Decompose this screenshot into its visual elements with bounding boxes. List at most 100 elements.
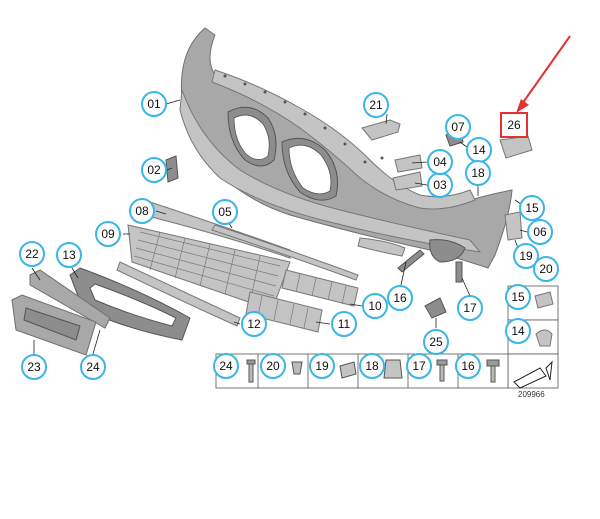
callout-11: 11 [331,311,357,337]
callout-circle [213,353,239,379]
bracket-06 [504,211,523,241]
callout-circle [465,160,491,186]
cap-25 [424,297,447,319]
callout-label: 19 [315,359,329,373]
strip-16 [397,249,425,273]
callout-label: 06 [533,225,547,239]
grille-10 [281,269,359,307]
callout-circle [387,285,413,311]
callout-label: 24 [219,359,233,373]
callout-12: 12 [241,311,267,337]
bracket-26 [499,135,533,159]
trim-12 [116,261,241,327]
callout-20: 20 [533,256,559,282]
callout-22: 22 [19,241,45,267]
callout-circle [406,353,432,379]
callout-label: 21 [369,98,383,112]
pin-17 [455,261,463,283]
callout-label: 05 [218,205,232,219]
callout-circle [309,353,335,379]
highlight-box-26 [500,112,528,138]
drawing-number: 209966 [518,390,545,399]
callout-label: 01 [147,97,161,111]
callout-17: 17 [457,295,483,321]
callout-circle [427,149,453,175]
callout-circle [141,157,167,183]
callout-label: 20 [266,359,280,373]
callout-circle [445,114,471,140]
grille-09 [127,224,291,311]
callout-24: 24 [80,354,106,380]
callout-circle [455,353,481,379]
bracket-04 [394,154,423,173]
callout-17: 17 [406,353,432,379]
callout-label: 03 [433,178,447,192]
callout-05: 05 [212,199,238,225]
callout-circle [423,329,449,355]
callout-circle [362,293,388,319]
callout-label: 07 [451,120,465,134]
callout-15: 15 [505,284,531,310]
callout-label: 04 [433,155,447,169]
callout-circle [241,311,267,337]
callout-label: 16 [461,359,475,373]
callout-label: 11 [338,317,351,331]
callout-20: 20 [260,353,286,379]
callout-circle [505,284,531,310]
callout-circle [363,92,389,118]
callout-label: 26 [507,118,521,132]
callout-circle [19,241,45,267]
callout-label: 02 [147,163,161,177]
callout-09: 09 [95,221,121,247]
callout-16: 16 [387,285,413,311]
strip-05 [211,224,359,281]
callout-label: 17 [412,359,426,373]
callout-circle [56,242,82,268]
callout-label: 24 [86,360,100,374]
callout-18: 18 [359,353,385,379]
callout-01: 01 [141,91,167,117]
front-bumper-part [179,27,513,269]
callout-label: 08 [135,204,149,218]
callout-label: 22 [25,247,39,261]
callout-21: 21 [363,92,389,118]
callout-14: 14 [505,318,531,344]
callout-circle [80,354,106,380]
callout-circle [533,256,559,282]
callout-label: 09 [101,227,115,241]
callout-circle [260,353,286,379]
license-plate-base-23 [11,294,97,356]
callout-14: 14 [466,137,492,163]
highlight-arrow [516,35,571,113]
callout-circle [513,243,539,269]
callout-label: 20 [539,262,553,276]
plate-bracket-22 [29,269,111,329]
callout-23: 23 [21,354,47,380]
callout-06: 06 [527,219,553,245]
callout-circle [359,353,385,379]
callout-label: 23 [27,360,41,374]
callout-label: 15 [511,290,525,304]
callout-circle [141,91,167,117]
callout-layer: 0102030405060708091011121314141515161617… [19,91,559,380]
callout-circle [129,198,155,224]
callout-label: 15 [525,201,539,215]
callout-25: 25 [423,329,449,355]
callout-label: 14 [472,143,486,157]
callout-13: 13 [56,242,82,268]
callout-label: 12 [247,317,261,331]
callout-07: 07 [445,114,471,140]
callout-15: 15 [519,195,545,221]
callout-circle [212,199,238,225]
callout-circle [527,219,553,245]
callout-circle [95,221,121,247]
callout-label: 25 [429,335,443,349]
bracket-21 [361,119,401,141]
callout-08: 08 [129,198,155,224]
callout-circle [21,354,47,380]
callout-03: 03 [427,172,453,198]
grille-11 [245,291,323,333]
callout-circle [457,295,483,321]
callout-02: 02 [141,157,167,183]
